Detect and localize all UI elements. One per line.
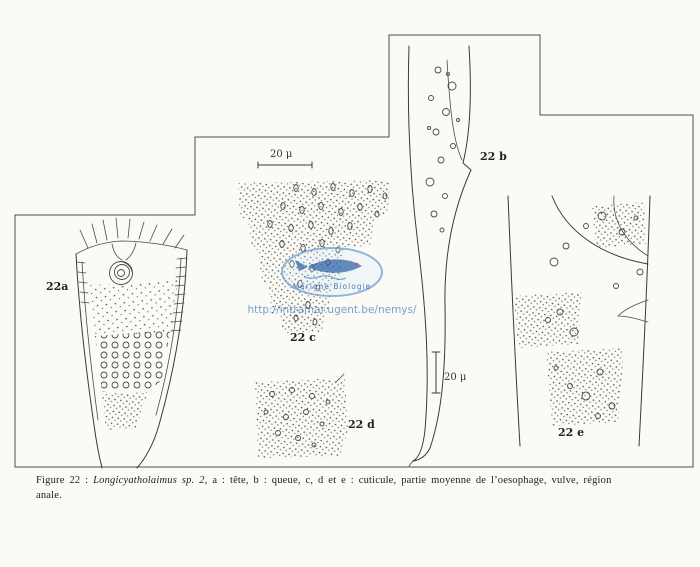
stipple-e2	[514, 292, 582, 348]
stipple-c1	[238, 180, 390, 218]
watermark-logo: Mariene Biologie	[281, 247, 383, 297]
drawing-22d-cuticle	[255, 373, 348, 458]
watermark-url: http://intramar.ugent.be/nemys/	[247, 304, 417, 316]
watermark-logo-text: Mariene Biologie	[293, 282, 372, 291]
punctation-rows-a	[95, 330, 170, 392]
drawing-22b-tail	[407, 45, 472, 467]
stipple-c5	[280, 311, 325, 333]
cuticle-pores-c	[267, 183, 388, 326]
label-22c: 22 c	[290, 331, 316, 344]
stipple-e1	[592, 202, 646, 248]
body-cells-e	[545, 211, 644, 419]
stipple-e3	[546, 348, 624, 426]
stipple-d	[255, 378, 348, 458]
stipple-field-a2	[102, 392, 148, 430]
label-22b: 22 b	[480, 150, 507, 163]
cuticle-pores-d	[263, 387, 331, 448]
label-22a: 22a	[46, 280, 68, 293]
drawing-22a-head	[75, 217, 188, 469]
drawing-22e-body	[507, 195, 651, 447]
stipple-c2	[248, 215, 375, 250]
cephalic-setae	[79, 217, 185, 261]
caption-line2: anale.	[36, 489, 62, 501]
scale-bar-mid: 20 μ	[431, 351, 467, 394]
figure-frame	[14, 34, 694, 468]
tail-cells	[425, 66, 460, 233]
caption-species: Longicyatholaimus sp. 2,	[93, 475, 208, 486]
spiral-amphid	[109, 261, 133, 285]
fish-icon	[308, 259, 362, 273]
caption-prefix: Figure 22 :	[36, 475, 94, 486]
stipple-field-a1	[90, 280, 178, 336]
scale-top-label: 20 μ	[270, 149, 293, 160]
caption-rest: a : tête, b : queue, c, d et e : cuticul…	[207, 475, 612, 486]
label-22e: 22 e	[558, 426, 584, 439]
label-22d: 22 d	[348, 418, 375, 431]
scale-bar-top: 20 μ	[257, 149, 313, 169]
watermark: Mariene Biologie http://intramar.ugent.b…	[247, 247, 417, 316]
scale-mid-label: 20 μ	[444, 372, 467, 383]
figure-caption: Figure 22 : Longicyatholaimus sp. 2, a :…	[36, 474, 681, 503]
cuticle-striations	[76, 257, 188, 332]
